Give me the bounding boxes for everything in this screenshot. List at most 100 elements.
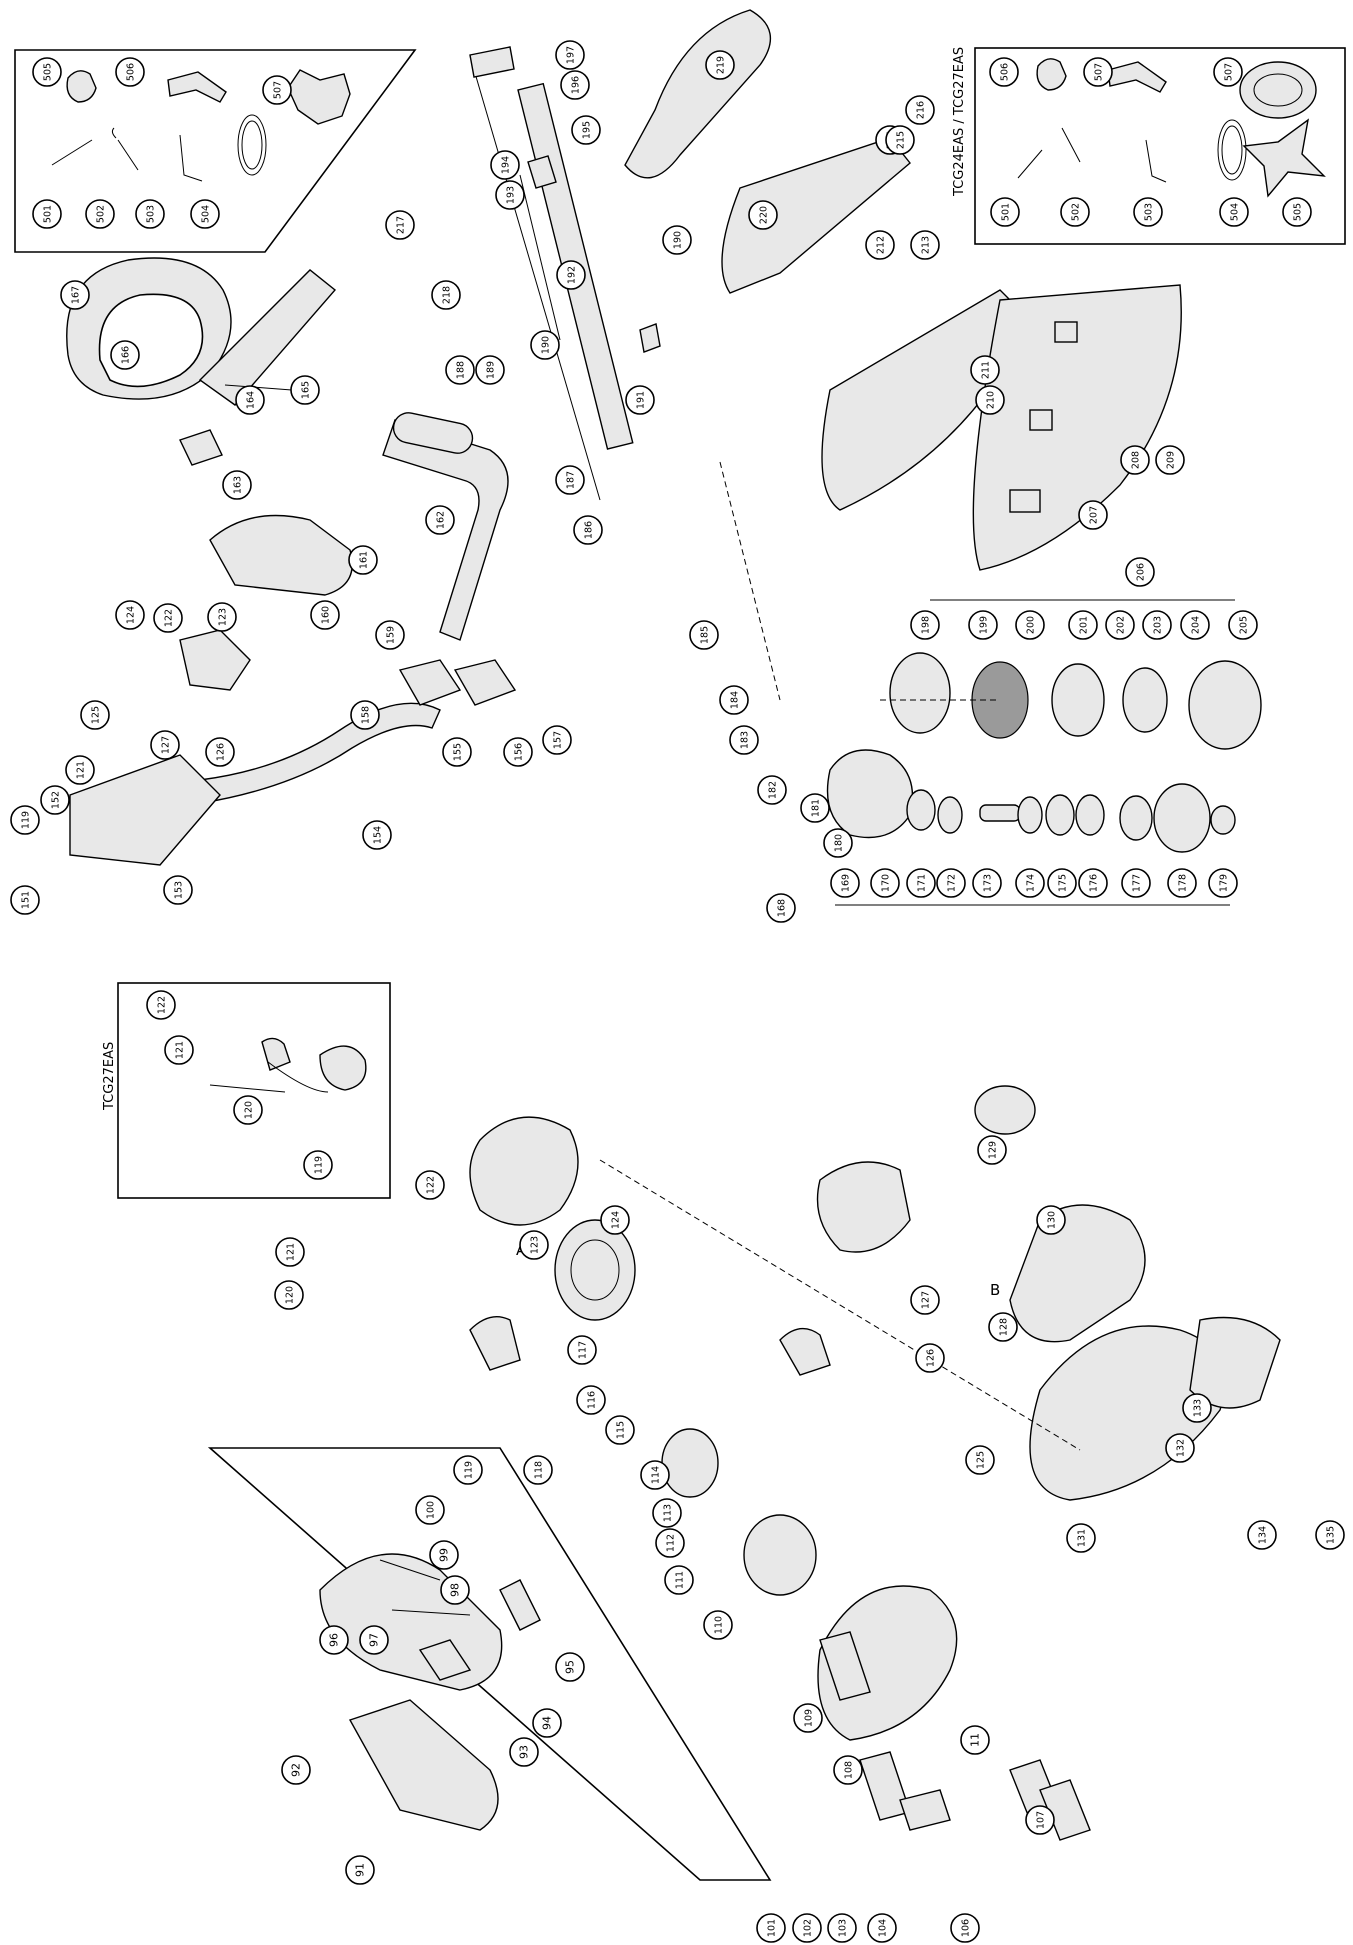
callout-number: 507: [1094, 63, 1105, 81]
part-callout-t183: 183: [729, 725, 759, 755]
callout-number: 98: [449, 1583, 462, 1597]
part-callout-t166: 166: [110, 340, 140, 370]
part-callout-t172: 172: [936, 868, 966, 898]
part-callout-t126: 126: [205, 737, 235, 767]
callout-circle: [757, 775, 787, 805]
callout-circle: [1083, 57, 1113, 87]
callout-number: 107: [1036, 1811, 1047, 1829]
callout-circle: [870, 868, 900, 898]
callout-number: 113: [663, 1504, 674, 1522]
part-callout-b93: 93: [509, 1737, 539, 1767]
part-callout-b112: 112: [655, 1528, 685, 1558]
callout-circle: [867, 1913, 897, 1943]
part-callout-b129: 129: [977, 1135, 1007, 1165]
gear-and-head-assembly: [719, 461, 1262, 906]
part-callout-t161: 161: [348, 545, 378, 575]
part-callout-t181: 181: [800, 793, 830, 823]
part-callout-b108: 108: [833, 1755, 863, 1785]
callout-number: 507: [1224, 63, 1235, 81]
callout-number: 157: [553, 731, 564, 749]
callout-circle: [989, 57, 1019, 87]
callout-number: 126: [926, 1349, 937, 1367]
callout-circle: [555, 40, 585, 70]
callout-number: 123: [530, 1236, 541, 1254]
callout-circle: [275, 1237, 305, 1267]
callout-circle: [530, 330, 560, 360]
callout-circle: [906, 868, 936, 898]
callout-number: 92: [290, 1763, 303, 1777]
spool-housing-part: [889, 652, 951, 734]
part-callout-b133: 133: [1182, 1393, 1212, 1423]
cylinder-part: [1009, 1204, 1146, 1343]
part-callout-b135: 135: [1315, 1520, 1345, 1550]
callout-number: 196: [571, 76, 582, 94]
part-callout-t173: 173: [972, 868, 1002, 898]
part-callout-t205: 205: [1228, 610, 1258, 640]
part-callout-t202: 202: [1105, 610, 1135, 640]
callout-circle: [792, 1913, 822, 1943]
callout-circle: [1182, 1393, 1212, 1423]
control-handle-part: [69, 754, 221, 866]
part-callout-t198: 198: [910, 610, 940, 640]
part-callout-t217: 217: [385, 210, 415, 240]
callout-number: 124: [126, 606, 137, 624]
callout-number: 506: [126, 63, 137, 81]
part-callout-t203: 203: [1142, 610, 1172, 640]
part-callout-t196: 196: [560, 70, 590, 100]
callout-number: 121: [175, 1041, 186, 1059]
part-callout-t157: 157: [542, 725, 572, 755]
callout-number: 504: [201, 205, 212, 223]
callout-number: 202: [1116, 616, 1127, 634]
clamp-lower-part: [453, 659, 517, 706]
part-callout-t153: 153: [163, 875, 193, 905]
wrench-part: [51, 139, 93, 166]
callout-number: 125: [976, 1451, 987, 1469]
part-callout-t201: 201: [1068, 610, 1098, 640]
callout-number: 93: [518, 1745, 531, 1759]
part-callout-t504: 504: [190, 199, 220, 229]
callout-circle: [40, 785, 70, 815]
callout-circle: [359, 1625, 389, 1655]
part-callout-b102: 102: [792, 1913, 822, 1943]
callout-number: 501: [1001, 203, 1012, 221]
callout-circle: [605, 1415, 635, 1445]
callout-circle: [555, 465, 585, 495]
callout-circle: [915, 1343, 945, 1373]
callout-circle: [290, 375, 320, 405]
callout-number: 195: [582, 121, 593, 139]
part-callout-t188: 188: [445, 355, 475, 385]
part-callout-b96: 96: [319, 1625, 349, 1655]
part-callout-b134: 134: [1247, 1520, 1277, 1550]
part-callout-t119: 119: [10, 805, 40, 835]
part-callout-t216: 216: [905, 95, 935, 125]
part-callout-r506: 506: [989, 57, 1019, 87]
part-callout-t178: 178: [1167, 868, 1197, 898]
callout-circle: [440, 1575, 470, 1605]
callout-circle: [560, 70, 590, 100]
callout-number: 207: [1089, 506, 1100, 524]
part-callout-t176: 176: [1078, 868, 1108, 898]
callout-number: 158: [361, 706, 372, 724]
callout-number: 167: [71, 286, 82, 304]
part-callout-t162: 162: [425, 505, 455, 535]
callout-number: 220: [759, 206, 770, 224]
head-cover-part: [1188, 660, 1262, 750]
callout-number: 159: [386, 626, 397, 644]
part-callout-t219: 219: [705, 50, 735, 80]
callout-number: 176: [1089, 874, 1100, 892]
callout-number: 106: [961, 1919, 972, 1937]
callout-circle: [1315, 1520, 1345, 1550]
callout-circle: [542, 725, 572, 755]
callout-number: 122: [164, 609, 175, 627]
callout-circle: [348, 545, 378, 575]
callout-circle: [1125, 557, 1155, 587]
callout-number: 199: [979, 616, 990, 634]
part-callout-t158: 158: [350, 700, 380, 730]
callout-circle: [1036, 1205, 1066, 1235]
callout-circle: [164, 1035, 194, 1065]
part-callout-b113: 113: [652, 1498, 682, 1528]
callout-number: 119: [464, 1461, 475, 1479]
callout-circle: [303, 1150, 333, 1180]
callout-circle: [32, 57, 62, 87]
part-callout-b128: 128: [988, 1312, 1018, 1342]
